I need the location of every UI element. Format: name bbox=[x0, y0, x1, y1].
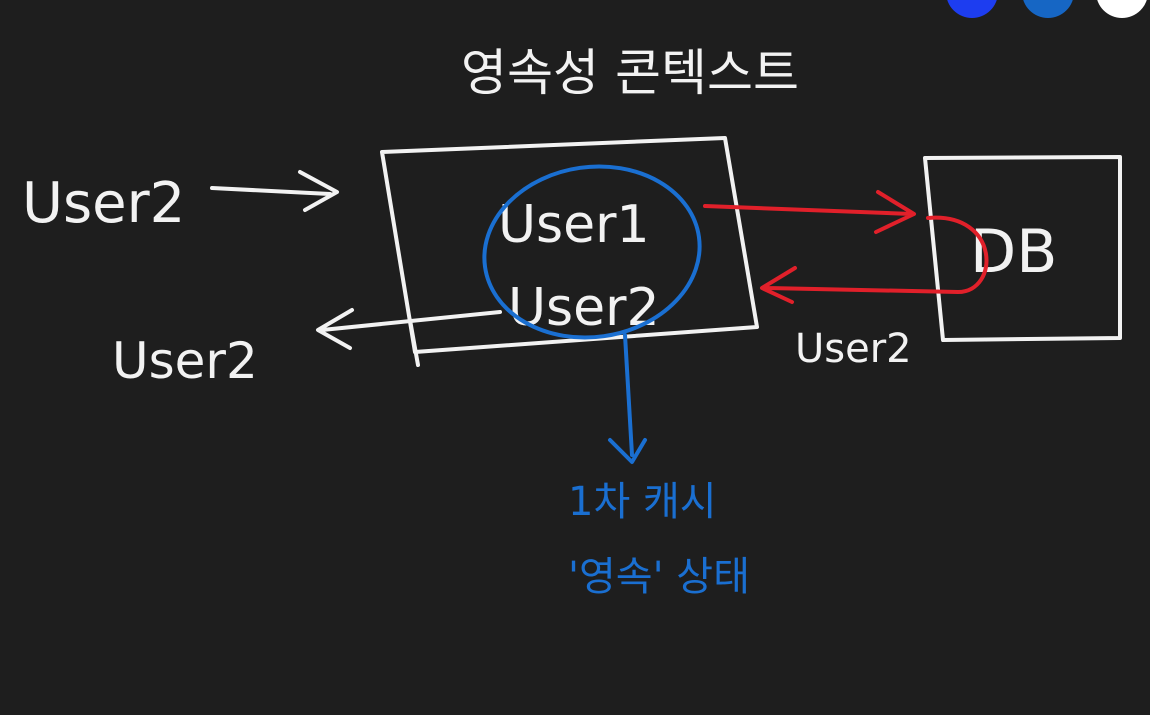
state-note: '영속' 상태 bbox=[568, 554, 750, 600]
context-user1-label: User1 bbox=[498, 195, 650, 255]
user2-from-db-label: User2 bbox=[795, 326, 912, 372]
persistence-context-box bbox=[380, 136, 759, 354]
cache-note: 1차 캐시 bbox=[568, 479, 717, 525]
blue-color-swatch-icon[interactable] bbox=[946, 0, 998, 18]
db-return-arrow bbox=[760, 215, 989, 304]
user2-outgoing-label: User2 bbox=[112, 332, 258, 390]
white-color-swatch-icon[interactable] bbox=[1096, 0, 1148, 18]
user2-incoming-label: User2 bbox=[22, 171, 185, 236]
teal-color-swatch-icon[interactable] bbox=[1022, 0, 1074, 18]
diagram-title: 영속성 콘텍스트 bbox=[461, 44, 799, 102]
cache-circle bbox=[482, 164, 702, 340]
incoming-arrow bbox=[210, 170, 339, 212]
outgoing-arrow bbox=[316, 308, 502, 350]
query-db-arrow bbox=[703, 190, 916, 234]
db-box bbox=[923, 155, 1122, 342]
context-box-edge bbox=[408, 318, 420, 367]
cache-down-arrow bbox=[608, 333, 647, 464]
